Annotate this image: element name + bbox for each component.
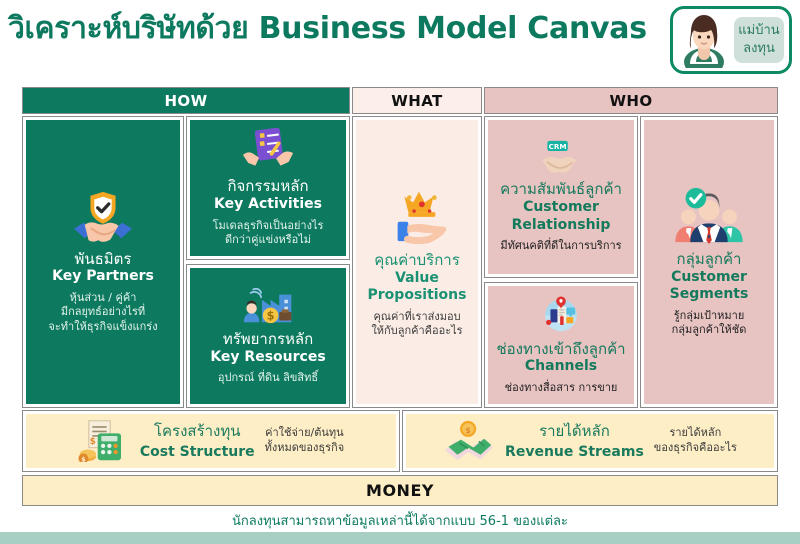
block-title-th: ทรัพยากรหลัก	[222, 330, 314, 349]
svg-text:$: $	[90, 437, 96, 447]
block-title-th: กลุ่มลูกค้า	[676, 250, 742, 269]
column-header-who: WHO	[484, 87, 778, 114]
svg-text:$: $	[465, 425, 471, 434]
page-title: วิเคราะห์บริษัทด้วย Business Model Canva…	[8, 11, 647, 46]
svg-text:$: $	[81, 456, 85, 461]
block-key-resources[interactable]: $ ทรัพยากรหลัก Key Resources อุปกรณ์ ที่…	[186, 264, 350, 408]
block-title-en-line1: Value	[395, 269, 439, 286]
multichannel-media-icon	[539, 295, 583, 334]
block-desc: โมเดลธุรกิจเป็นอย่างไร ดีกว่าคู่แข่งหรือ…	[212, 218, 324, 247]
hand-crown-icon	[386, 185, 448, 245]
page-header: วิเคราะห์บริษัทด้วย Business Model Canva…	[0, 0, 800, 82]
block-title-th: กิจกรรมหลัก	[227, 177, 309, 196]
block-customer-relationship[interactable]: CRM ความสัมพันธ์ลูกค้า Customer Relation…	[484, 116, 638, 278]
cost-structure-labels: โครงสร้างทุน Cost Structure	[140, 421, 255, 461]
revenue-streams-labels: รายได้หลัก Revenue Streams	[505, 421, 644, 461]
money-row-label: MONEY	[22, 475, 778, 506]
block-desc: มีทัศนคติที่ดีในการบริการ	[500, 239, 622, 253]
block-title-en: Revenue Streams	[505, 443, 644, 460]
block-title-en-line2: Segments	[669, 286, 749, 303]
svg-text:$: $	[267, 310, 275, 323]
block-title-en-line1: Customer	[523, 199, 599, 216]
block-title-en: Channels	[524, 358, 598, 375]
handshake-shield-icon	[72, 190, 134, 244]
crm-handshake-icon: CRM	[537, 140, 585, 174]
footer-bar	[0, 532, 800, 544]
block-desc: รายได้หลัก ของธุรกิจคืออะไร	[653, 426, 737, 454]
block-title-en-line2: Propositions	[367, 287, 467, 304]
block-cost-structure[interactable]: $ $ โครงสร้างทุน Cost Structur	[22, 410, 400, 472]
block-title-en: Key Activities	[214, 196, 322, 213]
block-channels[interactable]: ช่องทางเข้าถึงลูกค้า Channels ช่องทางสื่…	[484, 282, 638, 408]
clipboard-checklist-pen-icon	[241, 128, 295, 171]
factory-money-worker-icon: $	[241, 286, 295, 324]
block-desc: ช่องทางสื่อสาร การขาย	[504, 380, 618, 394]
block-desc: หุ้นส่วน / คู่ค้า มีกลยุทธ์อย่างไรที่ จะ…	[48, 290, 158, 333]
block-title-en-line2: Relationship	[511, 216, 611, 233]
block-title-th: คุณค่าบริการ	[374, 251, 460, 270]
block-title-th: ช่องทางเข้าถึงลูกค้า	[496, 339, 626, 358]
block-key-activities[interactable]: กิจกรรมหลัก Key Activities โมเดลธุรกิจเป…	[186, 116, 350, 260]
block-desc: รู้กลุ่มเป้าหมาย กลุ่มลูกค้าให้ชัด	[671, 308, 747, 337]
brand-logo-text: แม่บ้าน ลงทุน	[734, 17, 784, 63]
column-header-what: WHAT	[352, 87, 482, 114]
block-title-en: Key Resources	[210, 348, 326, 365]
block-desc: ค่าใช้จ่าย/ต้นทุน ทั้งหมดของธุรกิจ	[264, 426, 345, 454]
block-title-en: Key Partners	[52, 268, 154, 285]
svg-text:CRM: CRM	[549, 142, 567, 151]
brand-logo-line2: ลงทุน	[743, 41, 775, 56]
business-model-canvas: HOW WHAT WHO พันธมิตร Key Partners หุ้นส…	[22, 87, 778, 507]
block-title-en: Cost Structure	[139, 443, 255, 460]
column-header-how: HOW	[22, 87, 350, 114]
block-customer-segments[interactable]: กลุ่มลูกค้า Customer Segments รู้กลุ่มเป…	[640, 116, 778, 408]
block-key-partners[interactable]: พันธมิตร Key Partners หุ้นส่วน / คู่ค้า …	[22, 116, 184, 408]
brand-logo-line1: แม่บ้าน	[738, 23, 780, 39]
block-title-th: โครงสร้างทุน	[153, 421, 241, 440]
block-desc: อุปกรณ์ ที่ดิน ลิขสิทธิ์	[217, 371, 319, 385]
cash-coin-icon: $	[443, 420, 495, 461]
block-revenue-streams[interactable]: $ รายได้หลัก Revenue Streams รายได้หลัก …	[402, 410, 778, 472]
block-title-en-line1: Customer	[671, 268, 747, 285]
block-title-th: ความสัมพันธ์ลูกค้า	[500, 180, 622, 199]
people-group-check-icon	[673, 186, 745, 245]
calculator-coins-icon: $ $	[78, 419, 130, 463]
block-desc: คุณค่าที่เราส่งมอบ ให้กับลูกค้าคืออะไร	[371, 309, 463, 338]
block-title-th: พันธมิตร	[74, 249, 132, 268]
woman-avatar-icon	[678, 12, 730, 76]
brand-logo: แม่บ้าน ลงทุน	[670, 6, 792, 76]
block-value-propositions[interactable]: คุณค่าบริการ Value Propositions คุณค่าที…	[352, 116, 482, 408]
block-title-th: รายได้หลัก	[539, 421, 610, 440]
footer-note: นักลงทุนสามารถหาข้อมูลเหล่านี้ได้จากแบบ …	[232, 514, 568, 529]
